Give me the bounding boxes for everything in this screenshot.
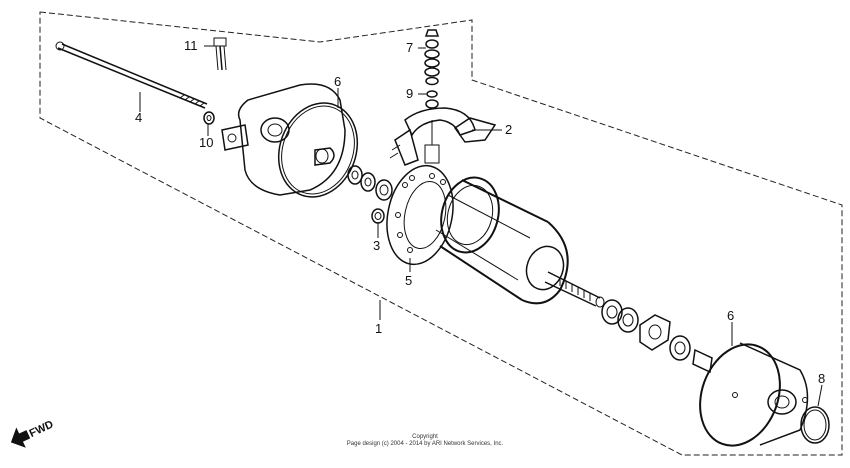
leader-lines [139,45,823,407]
part-rear-cover[interactable] [221,83,346,196]
copyright-line-1: Copyright [412,434,438,440]
copyright-line-2: Page design (c) 2004 - 2014 by ARI Netwo… [346,441,504,447]
callout-9: 9 [406,86,413,101]
callout-8: 8 [818,371,825,386]
part-nut[interactable] [203,111,215,125]
callout-10: 10 [199,135,213,150]
part-o-ring-front[interactable] [800,406,830,444]
callout-6-front: 6 [727,308,734,323]
part-motor-housing[interactable] [433,171,569,305]
part-bolt[interactable] [213,37,227,71]
callout-1: 1 [375,321,382,336]
part-brush-holder[interactable] [389,107,497,166]
callout-4: 4 [135,110,142,125]
fwd-arrow: FWD [10,418,55,448]
callout-3: 3 [373,238,380,253]
callout-7: 7 [406,40,413,55]
part-washers-rear[interactable] [347,165,393,201]
callout-2: 2 [505,122,512,137]
part-terminal-hardware[interactable] [424,29,440,109]
fwd-arrow-icon [10,427,31,448]
part-through-bolt[interactable] [55,41,208,109]
assembly-boundary [39,11,843,456]
part-brush-plate[interactable] [378,159,461,270]
callout-6-rear: 6 [334,74,341,89]
part-armature[interactable] [521,241,605,308]
callout-5: 5 [405,273,412,288]
part-o-ring-rear[interactable] [266,92,370,208]
part-small-nut[interactable] [371,208,385,224]
part-front-washers[interactable] [601,299,713,374]
callout-11: 11 [184,38,198,53]
